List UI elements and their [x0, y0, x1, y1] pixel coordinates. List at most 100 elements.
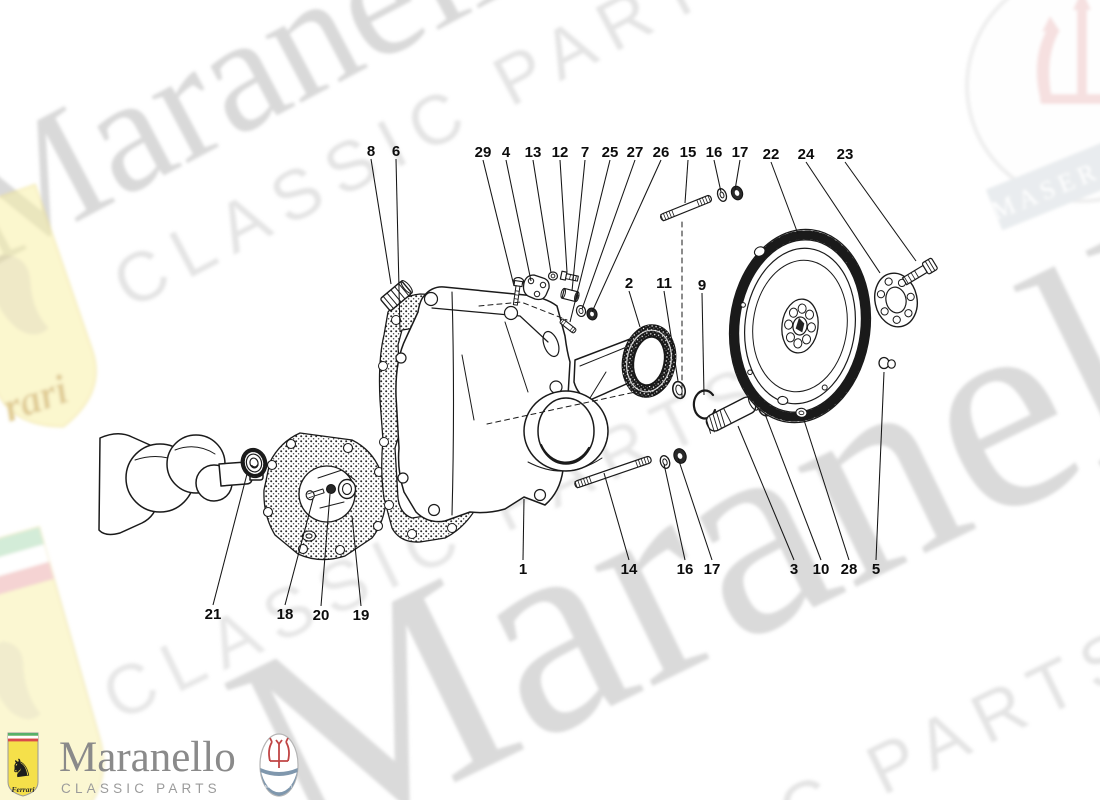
small-bolt-12-drawing [559, 270, 579, 282]
washer-bottom-drawing [659, 455, 671, 469]
cover-bolt-drawing [305, 488, 325, 501]
flywheel-bolt-drawing [901, 257, 938, 286]
part-number-label: 24 [798, 146, 815, 163]
small-bolt-29-drawing [512, 276, 525, 306]
leader-line [677, 457, 713, 561]
retainer-plate-drawing [874, 272, 918, 328]
leader-line [734, 159, 741, 191]
part-number-label: 28 [841, 561, 858, 578]
prancing-horse-icon: ♞ [8, 753, 34, 784]
part-number-label: 15 [680, 144, 697, 161]
leader-line [603, 472, 630, 561]
leader-line [684, 159, 689, 204]
part-number-label: 16 [706, 144, 723, 161]
part-number-label: 13 [525, 144, 542, 161]
part-number-label: 27 [627, 144, 644, 161]
maserati-badge-text: MASERATI [265, 784, 293, 789]
leader-line [713, 159, 722, 193]
leader-line [663, 463, 686, 561]
leader-line [628, 290, 641, 328]
ferrari-shield-text: Ferrari [12, 785, 36, 794]
leader-line [522, 498, 525, 561]
leader-line [770, 161, 799, 235]
leader-line [532, 159, 552, 274]
leader-line [663, 290, 679, 382]
dowel-sleeve-drawing [705, 394, 759, 434]
part-number-label: 2 [625, 275, 633, 292]
leader-line [569, 159, 611, 323]
ball-bearing-drawing [240, 447, 268, 479]
part-number-label: 3 [790, 561, 798, 578]
leader-line [701, 292, 705, 396]
leader-line [395, 158, 401, 333]
nut-26-drawing [586, 307, 598, 321]
maserati-badge-icon: MASERATI [259, 733, 299, 797]
plug-drawing [878, 356, 896, 370]
stud-25-drawing [559, 318, 577, 334]
part-number-label: 17 [732, 144, 749, 161]
leader-line [284, 498, 314, 606]
part-number-label: 23 [837, 146, 854, 163]
part-number-label: 22 [763, 146, 780, 163]
ferrari-shield-icon: ♞ Ferrari [7, 732, 39, 797]
leader-line [875, 371, 885, 561]
part-number-label: 4 [502, 144, 511, 161]
part-number-label: 11 [656, 275, 672, 292]
part-number-label: 20 [313, 607, 330, 624]
small-washer-13-drawing [547, 271, 559, 281]
leader-line [351, 515, 362, 607]
cover-detail-drawing [305, 469, 357, 509]
washer-top-drawing [716, 188, 728, 202]
part-number-label: 19 [353, 607, 370, 624]
washer-27-drawing [575, 304, 587, 318]
flywheel-drawing [728, 228, 872, 424]
assembly-axis-lines [478, 221, 683, 425]
part-number-label: 14 [621, 561, 638, 578]
leader-line [559, 159, 568, 273]
seal-ring-drawing [621, 324, 677, 398]
footer-tagline-text: CLASSIC PARTS [61, 781, 221, 796]
part-number-label: 10 [813, 561, 830, 578]
part-number-label: 8 [367, 143, 375, 160]
part-number-label: 21 [205, 606, 222, 623]
part-number-label: 17 [704, 561, 721, 578]
leader-line [844, 161, 917, 262]
maserati-trident-icon [268, 737, 290, 768]
leader-line [581, 159, 636, 310]
ferrari-shield-watermark-bottom-icon [0, 525, 105, 800]
part-number-label: 7 [581, 144, 589, 161]
part-number-label: 26 [653, 144, 670, 161]
bushing-7-drawing [560, 287, 580, 303]
cover-plug-drawing [326, 484, 336, 494]
part-number-label: 25 [602, 144, 619, 161]
leader-line [482, 159, 515, 287]
maserati-badge-watermark-icon: MASERATI [965, 0, 1100, 231]
flywheel-pin-drawing [777, 395, 808, 418]
leader-line [370, 158, 392, 285]
part-number-label: 29 [475, 144, 492, 161]
leader-line [764, 413, 822, 561]
maserati-trident-watermark-icon [1036, 0, 1100, 104]
nut-bottom-drawing [673, 448, 687, 464]
footer-brand-text: Maranello [59, 734, 236, 781]
bracket-plate-drawing [522, 274, 550, 301]
leader-line [737, 425, 795, 561]
leader-line [212, 473, 248, 606]
nut-top-drawing [730, 185, 744, 201]
diagram-artwork [98, 185, 938, 561]
leader-line [591, 159, 662, 313]
breather-plug-drawing [380, 280, 413, 312]
leader-line [505, 159, 532, 282]
leader-line [571, 159, 586, 292]
part-number-label: 1 [519, 561, 527, 578]
footer-logo: ♞ Ferrari Maranello CLASSIC PARTS MASERA… [7, 732, 299, 797]
part-number-label: 6 [392, 143, 400, 160]
part-number-label: 9 [698, 277, 706, 294]
stud-bottom-drawing [574, 455, 652, 489]
part-number-label: 5 [872, 561, 880, 578]
part-number-label: 12 [552, 144, 569, 161]
part-number-label: 18 [277, 606, 294, 623]
